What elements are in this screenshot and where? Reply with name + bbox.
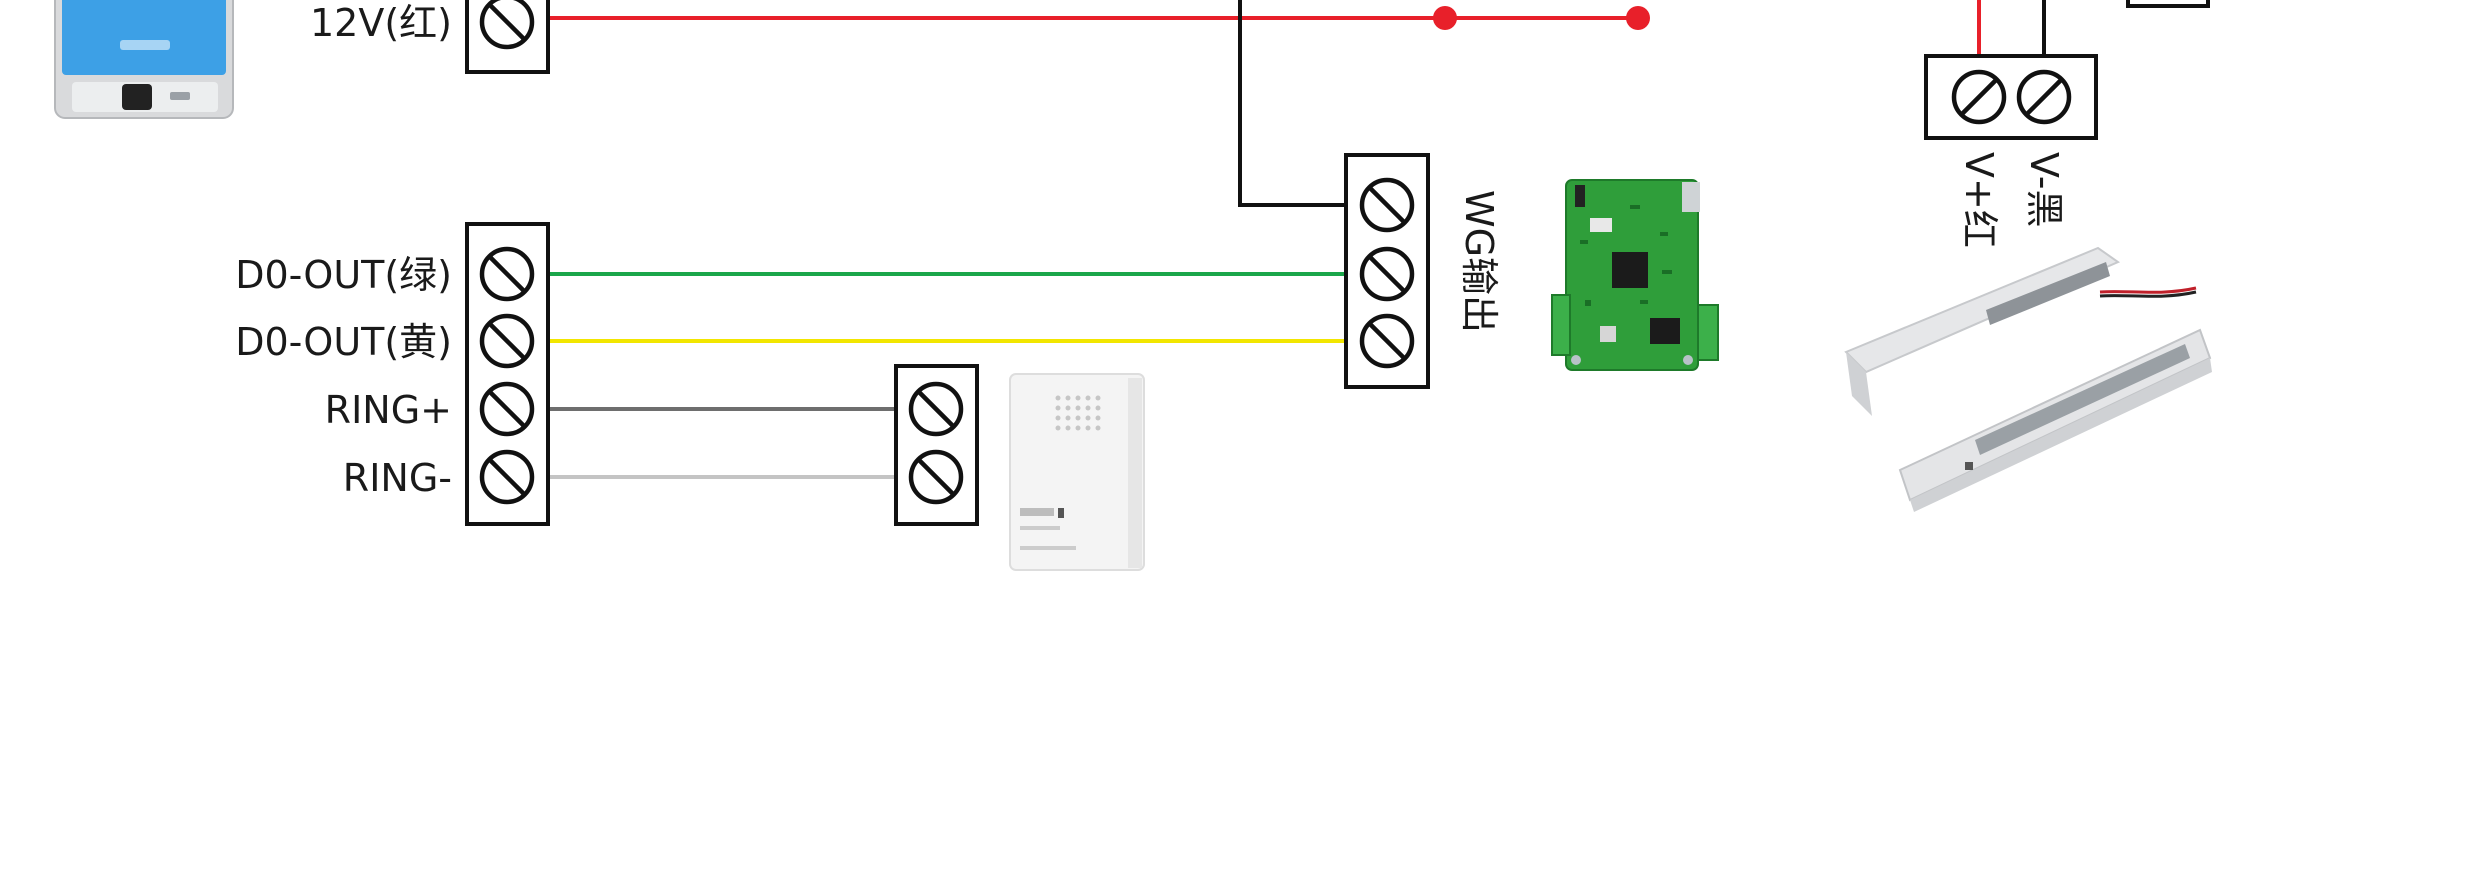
doorbell-icon	[1009, 373, 1145, 571]
label-v-plus-red: V+红	[1957, 152, 2001, 248]
label-ring-plus: RING+	[325, 388, 452, 432]
screw-icon	[479, 449, 535, 505]
terminal-block-main	[465, 222, 550, 526]
label-ring-minus: RING-	[343, 456, 452, 500]
lock-connector-edge	[2126, 0, 2210, 8]
label-wg-output: WG输出	[1457, 190, 1501, 333]
screw-icon	[2016, 69, 2072, 125]
label-v-minus-black: V-黑	[2022, 152, 2066, 227]
terminal-block-lock	[1924, 54, 2098, 140]
screw-icon	[1359, 177, 1415, 233]
wires	[548, 0, 2210, 479]
junction-dot	[1626, 6, 1650, 30]
screw-icon	[479, 313, 535, 369]
screw-icon	[479, 0, 535, 50]
terminal-block-doorbell	[894, 364, 979, 526]
junction-dot	[1433, 6, 1457, 30]
label-d0-yellow: D0-OUT(黄)	[235, 320, 452, 364]
screw-icon	[1359, 246, 1415, 302]
screw-icon	[479, 381, 535, 437]
magnetic-lock-icon	[1844, 246, 2212, 512]
terminal-block-wg	[1344, 153, 1430, 389]
terminal-device-icon	[54, 0, 234, 119]
label-d0-green: D0-OUT(绿)	[235, 253, 452, 297]
screw-icon	[1359, 313, 1415, 369]
black-wire-wg	[1238, 0, 1346, 207]
terminal-block-12v	[465, 0, 550, 74]
screw-icon	[479, 246, 535, 302]
screw-icon	[908, 449, 964, 505]
controller-board-icon	[1551, 179, 1719, 371]
screw-icon	[908, 381, 964, 437]
label-12v: 12V(红)	[310, 1, 452, 45]
screw-icon	[1951, 69, 2007, 125]
